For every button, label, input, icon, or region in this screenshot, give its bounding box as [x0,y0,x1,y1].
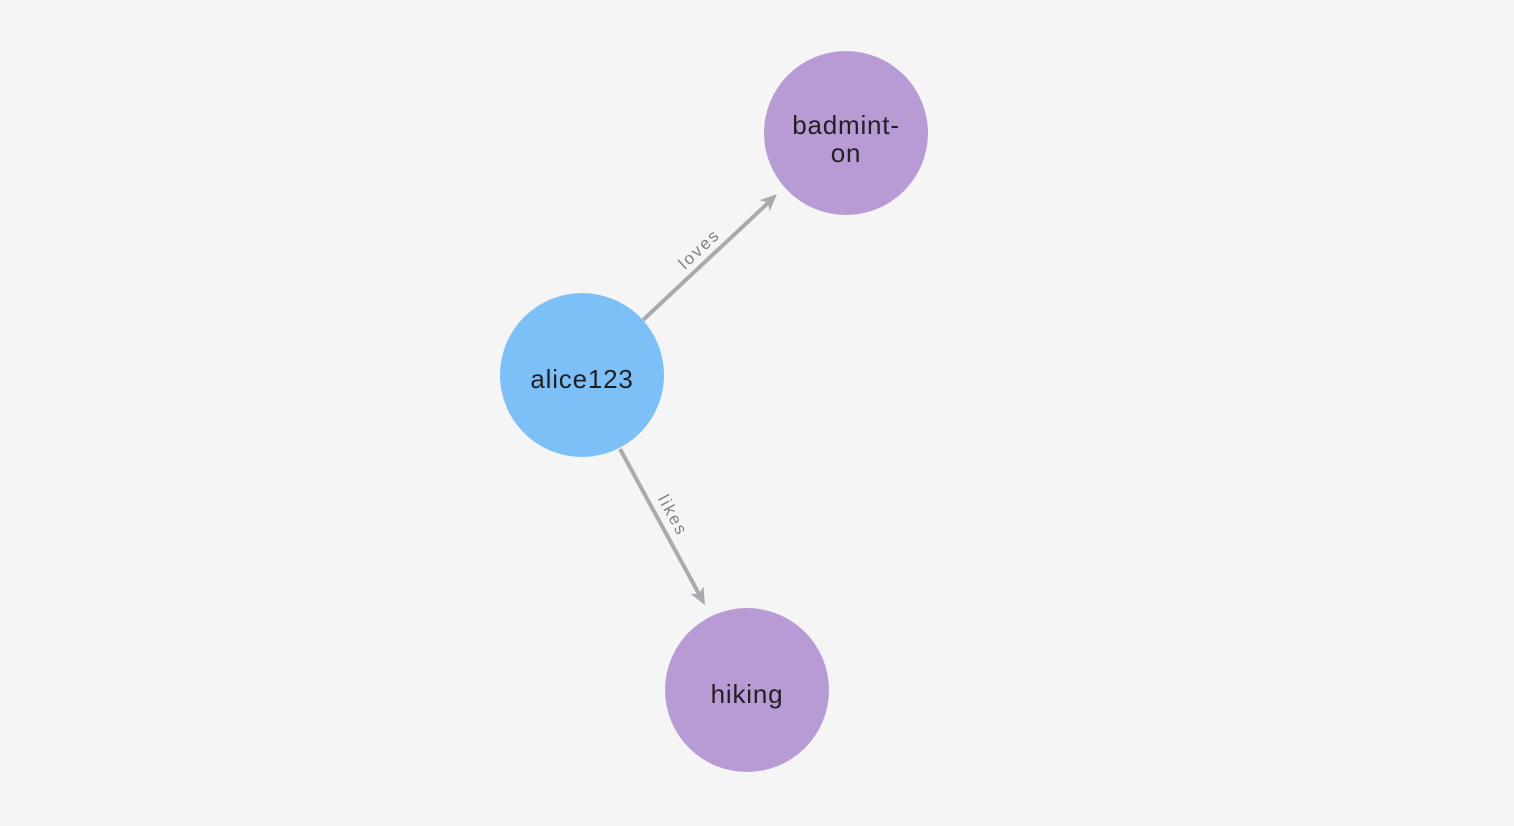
edge-loves-arrowhead-icon [759,194,777,212]
node-badminton-label-line1: badmint- [792,110,900,140]
node-alice123-circle [500,293,664,457]
node-badminton-label: badmint-on [792,110,900,168]
node-alice123-label: alice123 [530,364,633,394]
node-hiking-label: hiking [711,679,784,709]
edge-loves-line [641,201,770,322]
edge-likes-line [618,448,701,595]
node-alice123[interactable]: alice123 [500,293,664,457]
node-badminton[interactable]: badmint-on [764,51,928,215]
node-hiking-circle [665,608,829,772]
node-badminton-circle [764,51,928,215]
edge-likes-arrowhead-icon [690,586,705,605]
node-hiking[interactable]: hiking [665,608,829,772]
node-badminton-label-line2: on [831,138,862,168]
